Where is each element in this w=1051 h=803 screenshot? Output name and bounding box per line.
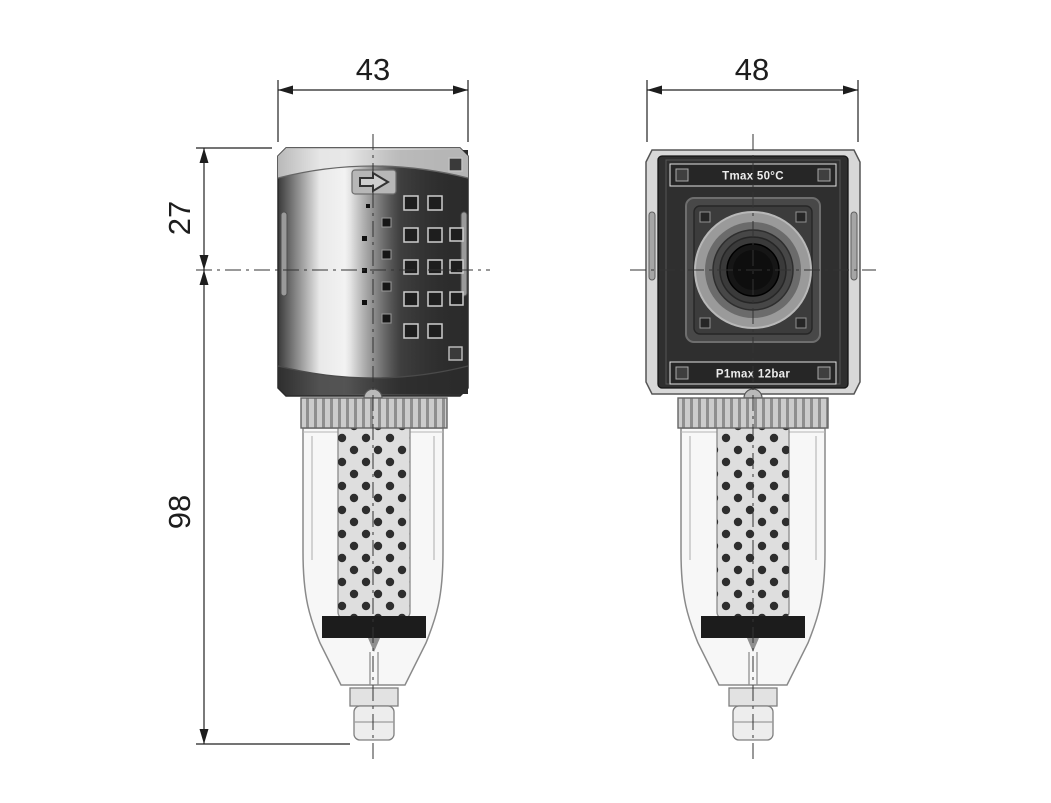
side-slot-right	[460, 211, 468, 297]
collar-nut	[300, 388, 448, 429]
arrow-right-icon	[453, 85, 468, 95]
arrow-left-icon	[647, 85, 662, 95]
dimension-upper-height: 27	[162, 147, 272, 270]
dim-98-label: 98	[162, 495, 197, 529]
arrow-down-icon	[199, 255, 209, 270]
front-wing-slot-right	[850, 211, 858, 281]
front-drain-stem	[747, 638, 759, 685]
flow-direction-badge	[351, 169, 397, 195]
arrow-left-icon	[278, 85, 293, 95]
drain-stem	[368, 638, 380, 685]
dimension-lower-height: 98	[162, 270, 350, 745]
arrow-down-icon	[199, 729, 209, 744]
bowl-band	[322, 616, 426, 638]
arrow-up-icon	[199, 270, 209, 285]
side-slot-left	[280, 211, 288, 297]
dim-27-label: 27	[162, 201, 197, 235]
side-corner-tabs	[448, 157, 463, 361]
vent-hole-pattern	[362, 195, 464, 339]
dim-43-label: 43	[356, 52, 390, 87]
filter-element	[337, 409, 411, 625]
front-view: Tmax 50°C P1max 12bar	[630, 134, 876, 764]
front-wing-slot-left	[648, 211, 656, 281]
dim-48-label: 48	[735, 52, 769, 87]
arrow-up-icon	[199, 148, 209, 163]
dimension-front-width: 48	[646, 52, 859, 142]
dimension-side-width: 43	[277, 52, 469, 142]
arrow-right-icon	[843, 85, 858, 95]
side-view	[196, 134, 490, 764]
drain-valve	[349, 687, 399, 741]
